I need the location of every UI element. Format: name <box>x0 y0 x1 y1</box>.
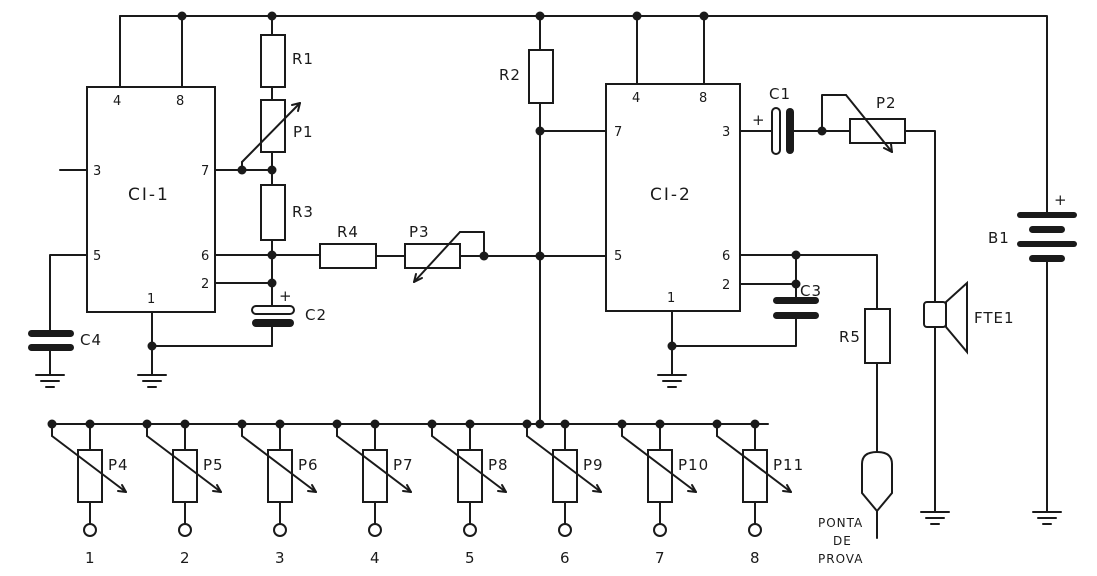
ci2-pin-6: 6 <box>722 249 730 264</box>
c1-plus-sign: + <box>752 111 766 129</box>
ci1-pin-3: 3 <box>93 164 101 179</box>
bank-pot-p9: P9 6 <box>522 419 604 567</box>
ic-ci1: CI-1 4 8 3 7 5 6 2 1 <box>86 86 216 313</box>
c4-label: C4 <box>80 331 102 349</box>
bank-pot-label: P4 <box>108 456 129 474</box>
p1-label: P1 <box>293 123 314 141</box>
ic-ci2-label: CI-2 <box>650 185 692 205</box>
key-number-label: 3 <box>275 549 286 567</box>
bank-pot-label: P7 <box>393 456 414 474</box>
bank-pot-p5: P5 2 <box>142 419 224 567</box>
c3-label: C3 <box>800 282 822 300</box>
ci2-pin-8: 8 <box>699 91 707 106</box>
r1-label: R1 <box>292 50 314 68</box>
pot-p2: P2 <box>845 94 906 153</box>
ci1-pin-5: 5 <box>93 249 101 264</box>
bank-pot-p10: P10 7 <box>617 419 709 567</box>
ci1-pin-7: 7 <box>201 164 209 179</box>
c2-plus-sign: + <box>279 287 293 305</box>
ci1-ground <box>137 311 273 388</box>
bank-pot-label: P5 <box>203 456 224 474</box>
resistor-r5: R5 <box>839 308 891 364</box>
capacitor-c1: + C1 <box>752 85 794 155</box>
bank-pot-p7: P7 4 <box>332 419 414 567</box>
ci2-pin-1: 1 <box>667 291 675 306</box>
bank-pot-label: P9 <box>583 456 604 474</box>
pot-p1: P1 <box>241 99 314 163</box>
key-contact-1 <box>83 523 97 537</box>
key-contact-2 <box>178 523 192 537</box>
ci2-pin-3: 3 <box>722 125 730 140</box>
ci2-pin-4: 4 <box>632 91 640 106</box>
key-contact-5 <box>463 523 477 537</box>
p3-label: P3 <box>409 223 430 241</box>
speaker-label: FTE1 <box>974 309 1015 327</box>
test-probe: PONTA DE PROVA <box>818 450 893 566</box>
capacitor-c2: + C2 <box>251 287 327 327</box>
ci1-pin-4: 4 <box>113 94 121 109</box>
c4-branch: C4 <box>28 254 102 388</box>
resistor-r1: R1 <box>260 34 314 88</box>
key-number-label: 1 <box>85 549 96 567</box>
key-number-label: 2 <box>180 549 191 567</box>
key-number-label: 8 <box>750 549 761 567</box>
battery-plus-sign: + <box>1054 191 1068 209</box>
battery-b1: + B1 <box>988 191 1077 262</box>
ci2-pin-7: 7 <box>614 125 622 140</box>
capacitor-c3: C3 <box>773 282 822 319</box>
ic-ci2: CI-2 4 8 7 3 5 6 2 1 <box>605 83 741 312</box>
probe-label-line2: DE <box>833 534 852 548</box>
c1-label: C1 <box>769 85 791 103</box>
key-number-label: 4 <box>370 549 381 567</box>
key-contact-6 <box>558 523 572 537</box>
bus-junction-r2 <box>535 419 545 429</box>
ci1-pin-8: 8 <box>176 94 184 109</box>
bank-pot-label: P8 <box>488 456 509 474</box>
ci1-pin-2: 2 <box>201 277 209 292</box>
key-number-label: 6 <box>560 549 571 567</box>
bank-pot-p8: P8 5 <box>427 419 509 567</box>
probe-label-line1: PONTA <box>818 516 863 530</box>
ci2-pin-2: 2 <box>722 278 730 293</box>
bank-pot-label: P10 <box>678 456 709 474</box>
bank-pot-label: P6 <box>298 456 319 474</box>
r2-label: R2 <box>499 66 521 84</box>
bank-pot-p11: P11 8 <box>712 419 804 567</box>
ic-ci1-label: CI-1 <box>128 185 170 205</box>
bank-pot-p6: P6 3 <box>237 419 319 567</box>
bank-pot-label: P11 <box>773 456 804 474</box>
pot-p3: P3 <box>404 223 485 283</box>
supply-rail <box>119 11 1048 213</box>
ci1-pin-1: 1 <box>147 292 155 307</box>
r4-label: R4 <box>337 223 359 241</box>
r3-label: R3 <box>292 203 314 221</box>
key-contact-4 <box>368 523 382 537</box>
battery-label: B1 <box>988 229 1010 247</box>
ci1-pin-6: 6 <box>201 249 209 264</box>
ci2-pin-5: 5 <box>614 249 622 264</box>
key-contact-8 <box>748 523 762 537</box>
resistor-r2: R2 <box>499 49 554 104</box>
key-number-label: 5 <box>465 549 476 567</box>
resistor-r4: R4 <box>319 223 377 269</box>
key-contact-3 <box>273 523 287 537</box>
r5-label: R5 <box>839 328 861 346</box>
pot-bank: P4 1 P5 2 P6 3 P7 4 P8 5 P9 6 P10 7 P11 8 <box>47 419 804 567</box>
resistor-r3: R3 <box>260 184 314 241</box>
bank-pot-p4: P4 1 <box>47 419 129 567</box>
speaker-fte1: FTE1 <box>923 280 1015 355</box>
p2-label: P2 <box>876 94 897 112</box>
c2-label: C2 <box>305 306 327 324</box>
probe-label-line3: PROVA <box>818 552 863 566</box>
key-contact-7 <box>653 523 667 537</box>
key-number-label: 7 <box>655 549 666 567</box>
